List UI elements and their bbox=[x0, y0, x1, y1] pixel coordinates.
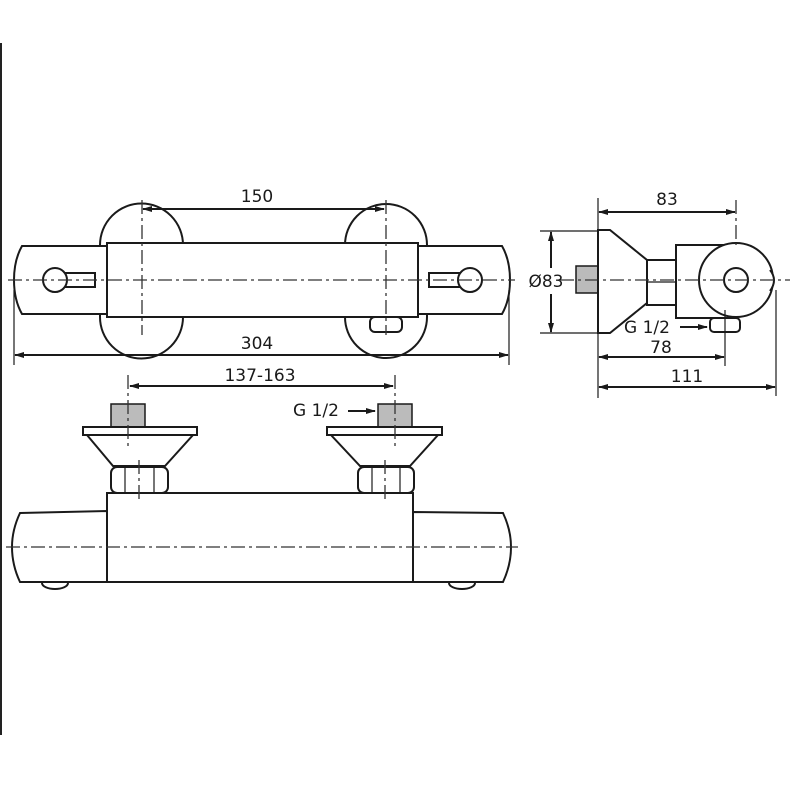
thread-label-side: G 1/2 bbox=[624, 318, 670, 338]
top-view: 150 304 bbox=[8, 187, 515, 365]
thread-label-front: G 1/2 bbox=[293, 401, 339, 421]
dim-plate-diameter: Ø83 bbox=[528, 272, 563, 292]
inlet-left bbox=[82, 403, 198, 494]
dim-inlet-spacing: 137-163 bbox=[224, 366, 295, 386]
side-view: 83 Ø83 G 1/2 78 111 bbox=[528, 190, 790, 398]
dim-outlet-depth: 78 bbox=[650, 338, 672, 358]
dim-mount-spacing: 150 bbox=[241, 187, 273, 207]
dim-overall-length: 304 bbox=[241, 334, 273, 354]
dim-total-depth: 111 bbox=[671, 367, 703, 387]
inlet-right bbox=[326, 403, 443, 494]
front-body bbox=[106, 492, 414, 583]
dim-depth-to-axis: 83 bbox=[656, 190, 678, 210]
front-view: 137-163 G 1/2 bbox=[6, 366, 518, 590]
